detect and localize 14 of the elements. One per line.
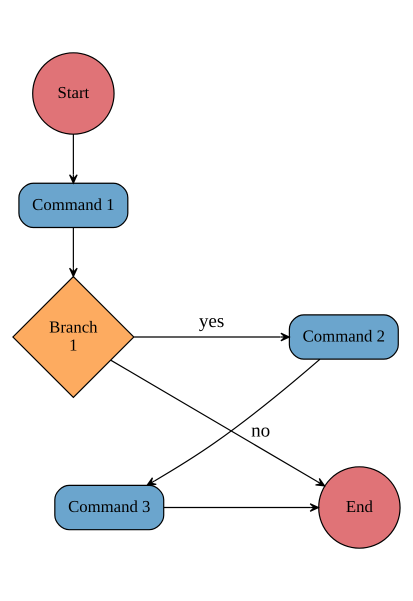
arrow (134, 332, 290, 342)
node-box: Command 1 (18, 182, 128, 228)
arrow (69, 134, 78, 184)
arrow (164, 503, 320, 512)
node-diamond: Branch 1 (12, 276, 135, 398)
node-circle: Start (32, 52, 115, 135)
node-box: Command 3 (54, 484, 164, 530)
edge-label: yes (198, 311, 224, 332)
arrow (146, 358, 320, 486)
edge-label: no (251, 420, 270, 442)
arrow (69, 228, 78, 278)
arrow (110, 360, 326, 487)
node-circle: End (318, 466, 401, 549)
node-box: Command 2 (288, 314, 399, 360)
